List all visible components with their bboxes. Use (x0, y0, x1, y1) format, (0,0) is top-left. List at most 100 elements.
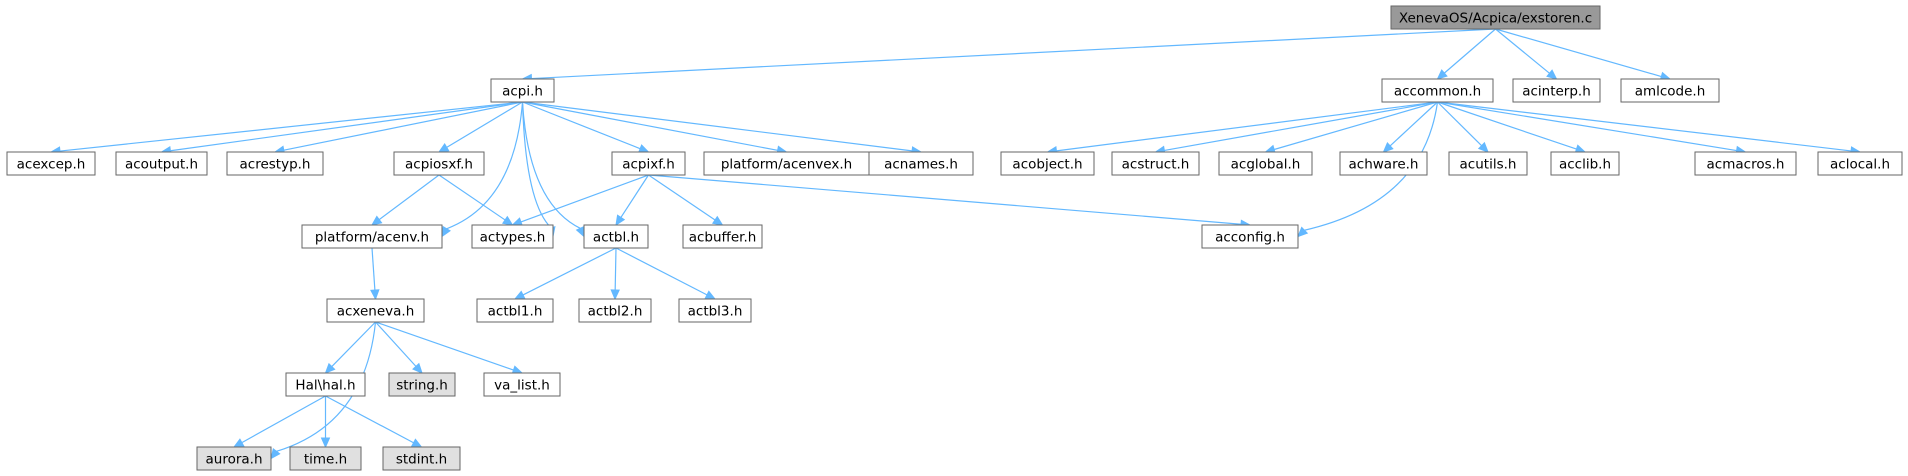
edge-line (283, 101, 523, 151)
edge-line (648, 174, 1242, 225)
node-box (196, 446, 272, 471)
node-acbuffer-h[interactable]: acbuffer.h (682, 224, 763, 249)
edge-line (1164, 101, 1438, 152)
edge-accommon-to-acstruct (1154, 101, 1438, 156)
edge-line (371, 247, 376, 291)
node-acstruct-h[interactable]: acstruct.h (1111, 151, 1200, 176)
node-box (285, 372, 366, 397)
node-box (678, 298, 752, 323)
edge-line (375, 321, 514, 371)
node-hal-hal-h[interactable]: Hal\hal.h (285, 372, 366, 397)
node-box (1620, 78, 1720, 103)
node-acpi-h[interactable]: acpi.h (490, 78, 555, 103)
node-xenevaos-acpica-exstoren-c[interactable]: XenevaOS/Acpica/exstoren.c (1390, 5, 1601, 30)
node-box (382, 446, 461, 471)
edge-arrowhead (441, 225, 451, 238)
node-acinterp-h[interactable]: acinterp.h (1512, 78, 1601, 103)
node-label: acrestyp.h (240, 157, 311, 173)
edge-arrowhead (412, 362, 423, 374)
node-acclib-h[interactable]: acclib.h (1550, 151, 1620, 176)
edge-acpixf-to-actbl (615, 174, 650, 227)
edge-line (531, 28, 1496, 80)
edge-line (522, 247, 617, 296)
edge-root-to-acpi (521, 28, 1496, 84)
edge-acxeneva-to-aurora (270, 321, 377, 460)
node-actypes-h[interactable]: actypes.h (471, 224, 554, 249)
node-aurora-h: aurora.h (196, 446, 272, 471)
node-acnames-h[interactable]: acnames.h (868, 151, 974, 176)
node-box (868, 151, 974, 176)
node-label: va_list.h (494, 378, 550, 394)
node-acexcep-h[interactable]: acexcep.h (6, 151, 96, 176)
node-label: acexcep.h (17, 157, 86, 173)
node-label: actbl1.h (488, 304, 543, 320)
node-accommon-h[interactable]: accommon.h (1381, 78, 1494, 103)
node-actbl-h[interactable]: actbl.h (583, 224, 649, 249)
node-actbl1-h[interactable]: actbl1.h (476, 298, 554, 323)
nodes: XenevaOS/Acpica/exstoren.c acpi.h accommon… (6, 5, 1903, 471)
edge-acpixf-to-acbuffer (648, 174, 724, 226)
edge-root-to-accommon (1436, 28, 1496, 80)
edge-acpi-to-actypes (521, 101, 556, 238)
node-amlcode-h[interactable]: amlcode.h (1620, 78, 1720, 103)
edge-halh-to-aurora (232, 395, 326, 448)
node-acglobal-h[interactable]: acglobal.h (1218, 151, 1313, 176)
node-box (1817, 151, 1903, 176)
node-label: platform/acenvex.h (721, 157, 852, 173)
node-box (289, 446, 362, 471)
edge-acpiosxf-to-acenv (371, 174, 440, 226)
edge-line (522, 101, 913, 152)
edge-arrowhead (320, 437, 331, 449)
node-platform-acenvex-h[interactable]: platform/acenvex.h (703, 151, 870, 176)
edge-arrowhead (704, 290, 717, 300)
node-acmacros-h[interactable]: acmacros.h (1694, 151, 1797, 176)
node-actbl2-h[interactable]: actbl2.h (578, 298, 652, 323)
edge-line (1056, 101, 1438, 152)
edge-accommon-to-acclib (1437, 101, 1587, 154)
node-acxeneva-h[interactable]: acxeneva.h (326, 298, 425, 323)
node-acobject-h[interactable]: acobject.h (1000, 151, 1095, 176)
edge-line (614, 247, 617, 291)
edge-acpixf-to-actypes (511, 174, 649, 227)
edge-line (520, 174, 649, 223)
edge-arrowhead (637, 144, 650, 153)
node-box (1000, 151, 1095, 176)
edge-arrowhead (370, 289, 380, 301)
edge-arrowhead (437, 143, 450, 153)
node-label: aclocal.h (1830, 157, 1890, 173)
node-box (483, 372, 561, 397)
node-box (1694, 151, 1797, 176)
node-box (1390, 5, 1601, 30)
edge-arrowhead (1297, 226, 1309, 238)
edge-line (615, 247, 708, 296)
edge-line (1437, 101, 1483, 147)
edge-arrowhead (371, 215, 383, 226)
edge-arrowhead (501, 215, 514, 226)
edge-halh-to-stdint (325, 395, 423, 448)
node-acpixf-h[interactable]: acpixf.h (611, 151, 686, 176)
edge-actbl-to-actbl3 (615, 247, 717, 300)
edge-line (59, 101, 523, 152)
node-acpiosxf-h[interactable]: acpiosxf.h (393, 151, 485, 176)
node-string-h: string.h (388, 372, 456, 397)
node-label: acbuffer.h (689, 230, 757, 246)
node-label: acpiosxf.h (405, 157, 473, 173)
node-acrestyp-h[interactable]: acrestyp.h (226, 151, 324, 176)
edge-arrowhead (1436, 69, 1448, 80)
edge-acenv-to-acxeneva (370, 247, 380, 301)
node-acutils-h[interactable]: acutils.h (1448, 151, 1528, 176)
node-actbl3-h[interactable]: actbl3.h (678, 298, 752, 323)
node-box (301, 224, 443, 249)
node-time-h: time.h (289, 446, 362, 471)
node-label: accommon.h (1394, 84, 1481, 100)
node-acoutput-h[interactable]: acoutput.h (115, 151, 208, 176)
node-achware-h[interactable]: achware.h (1339, 151, 1428, 176)
node-acconfig-h[interactable]: acconfig.h (1201, 224, 1299, 249)
node-label: acglobal.h (1231, 157, 1301, 173)
node-aclocal-h[interactable]: aclocal.h (1817, 151, 1903, 176)
node-platform-acenv-h[interactable]: platform/acenv.h (301, 224, 443, 249)
node-box (611, 151, 686, 176)
edge-acxeneva-to-valist (375, 321, 524, 375)
node-va-list-h[interactable]: va_list.h (483, 372, 561, 397)
